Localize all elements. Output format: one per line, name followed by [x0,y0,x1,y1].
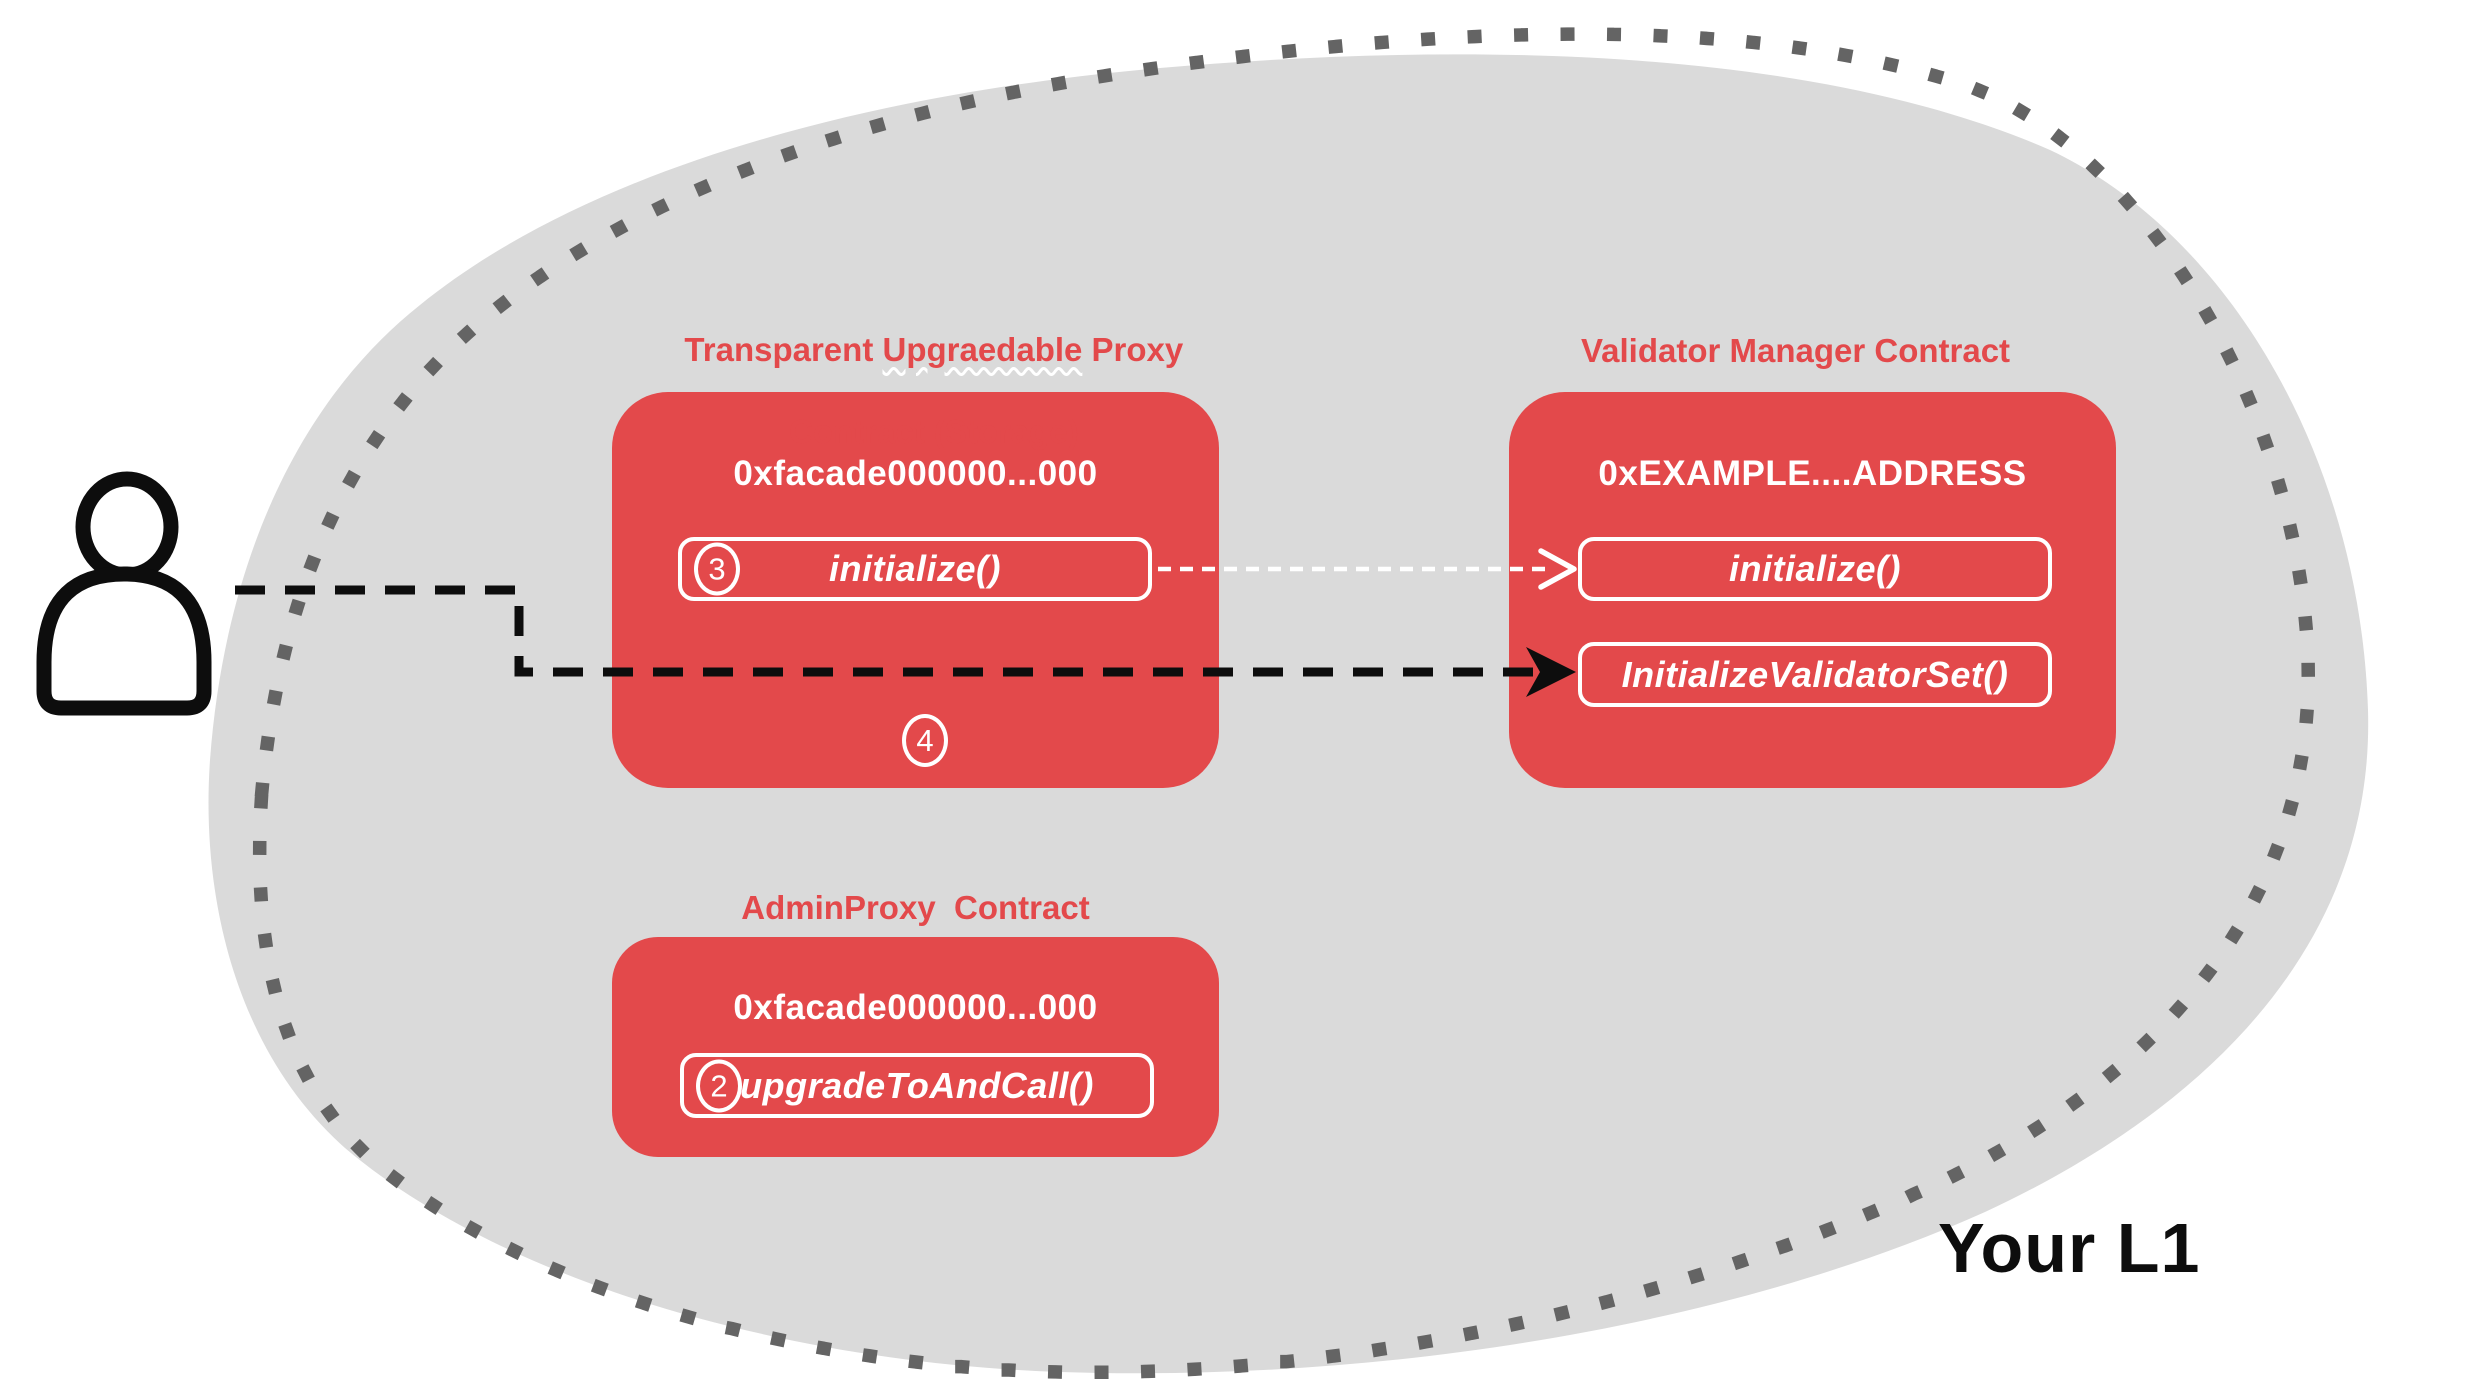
adminproxy-upgradetoandcall-button: 2 upgradeToAndCall() [680,1053,1154,1118]
proxy-contract-title: Transparent Upgraedable Proxy Contract (… [612,288,1219,493]
validator-initialize-label: initialize() [1728,548,1901,589]
proxy-initialize-label: initialize() [828,548,1001,589]
step-4-badge: 4 [902,714,948,767]
step-4-number: 4 [916,723,934,758]
step-2-badge: 2 [696,1059,742,1112]
misspelling-squiggle: Upgraedable [882,331,1083,368]
proxy-title-line1: Transparent Upgraedable Proxy [684,331,1184,368]
validator-initializevalidatorset-label: InitializeValidatorSet() [1621,653,2009,695]
proxy-contract-address: 0xfacade000000...000 [733,454,1098,493]
your-l1-label: Your L1 [1938,1209,2201,1287]
adminproxy-upgradetoandcall-label: upgradeToAndCall() [740,1064,1094,1106]
l1-blob-dotted-border [252,27,2315,1380]
proxy-title-line2: Contract (Storage) [789,413,1079,450]
validator-contract-title: Validator Manager Contract [1580,332,2011,369]
step-3-number: 3 [708,551,726,587]
adminproxy-contract-address: 0xfacade000000...000 [733,988,1098,1027]
validator-contract-address: 0xEXAMPLE....ADDRESS [1598,454,2027,493]
validator-initializevalidatorset-button: InitializeValidatorSet() [1578,642,2052,707]
proxy-initialize-button: 3 initialize() [678,537,1152,601]
validator-initialize-button: initialize() [1578,537,2052,601]
step-3-badge: 3 [694,542,740,596]
adminproxy-contract-title: AdminProxy Contract [741,889,1090,926]
adminproxy-contract-box: 0xfacade000000...000 2 upgradeToAndCall(… [612,937,1219,1157]
step-2-number: 2 [710,1068,728,1103]
validator-contract-box: 0xEXAMPLE....ADDRESS initialize() Initia… [1509,392,2116,788]
